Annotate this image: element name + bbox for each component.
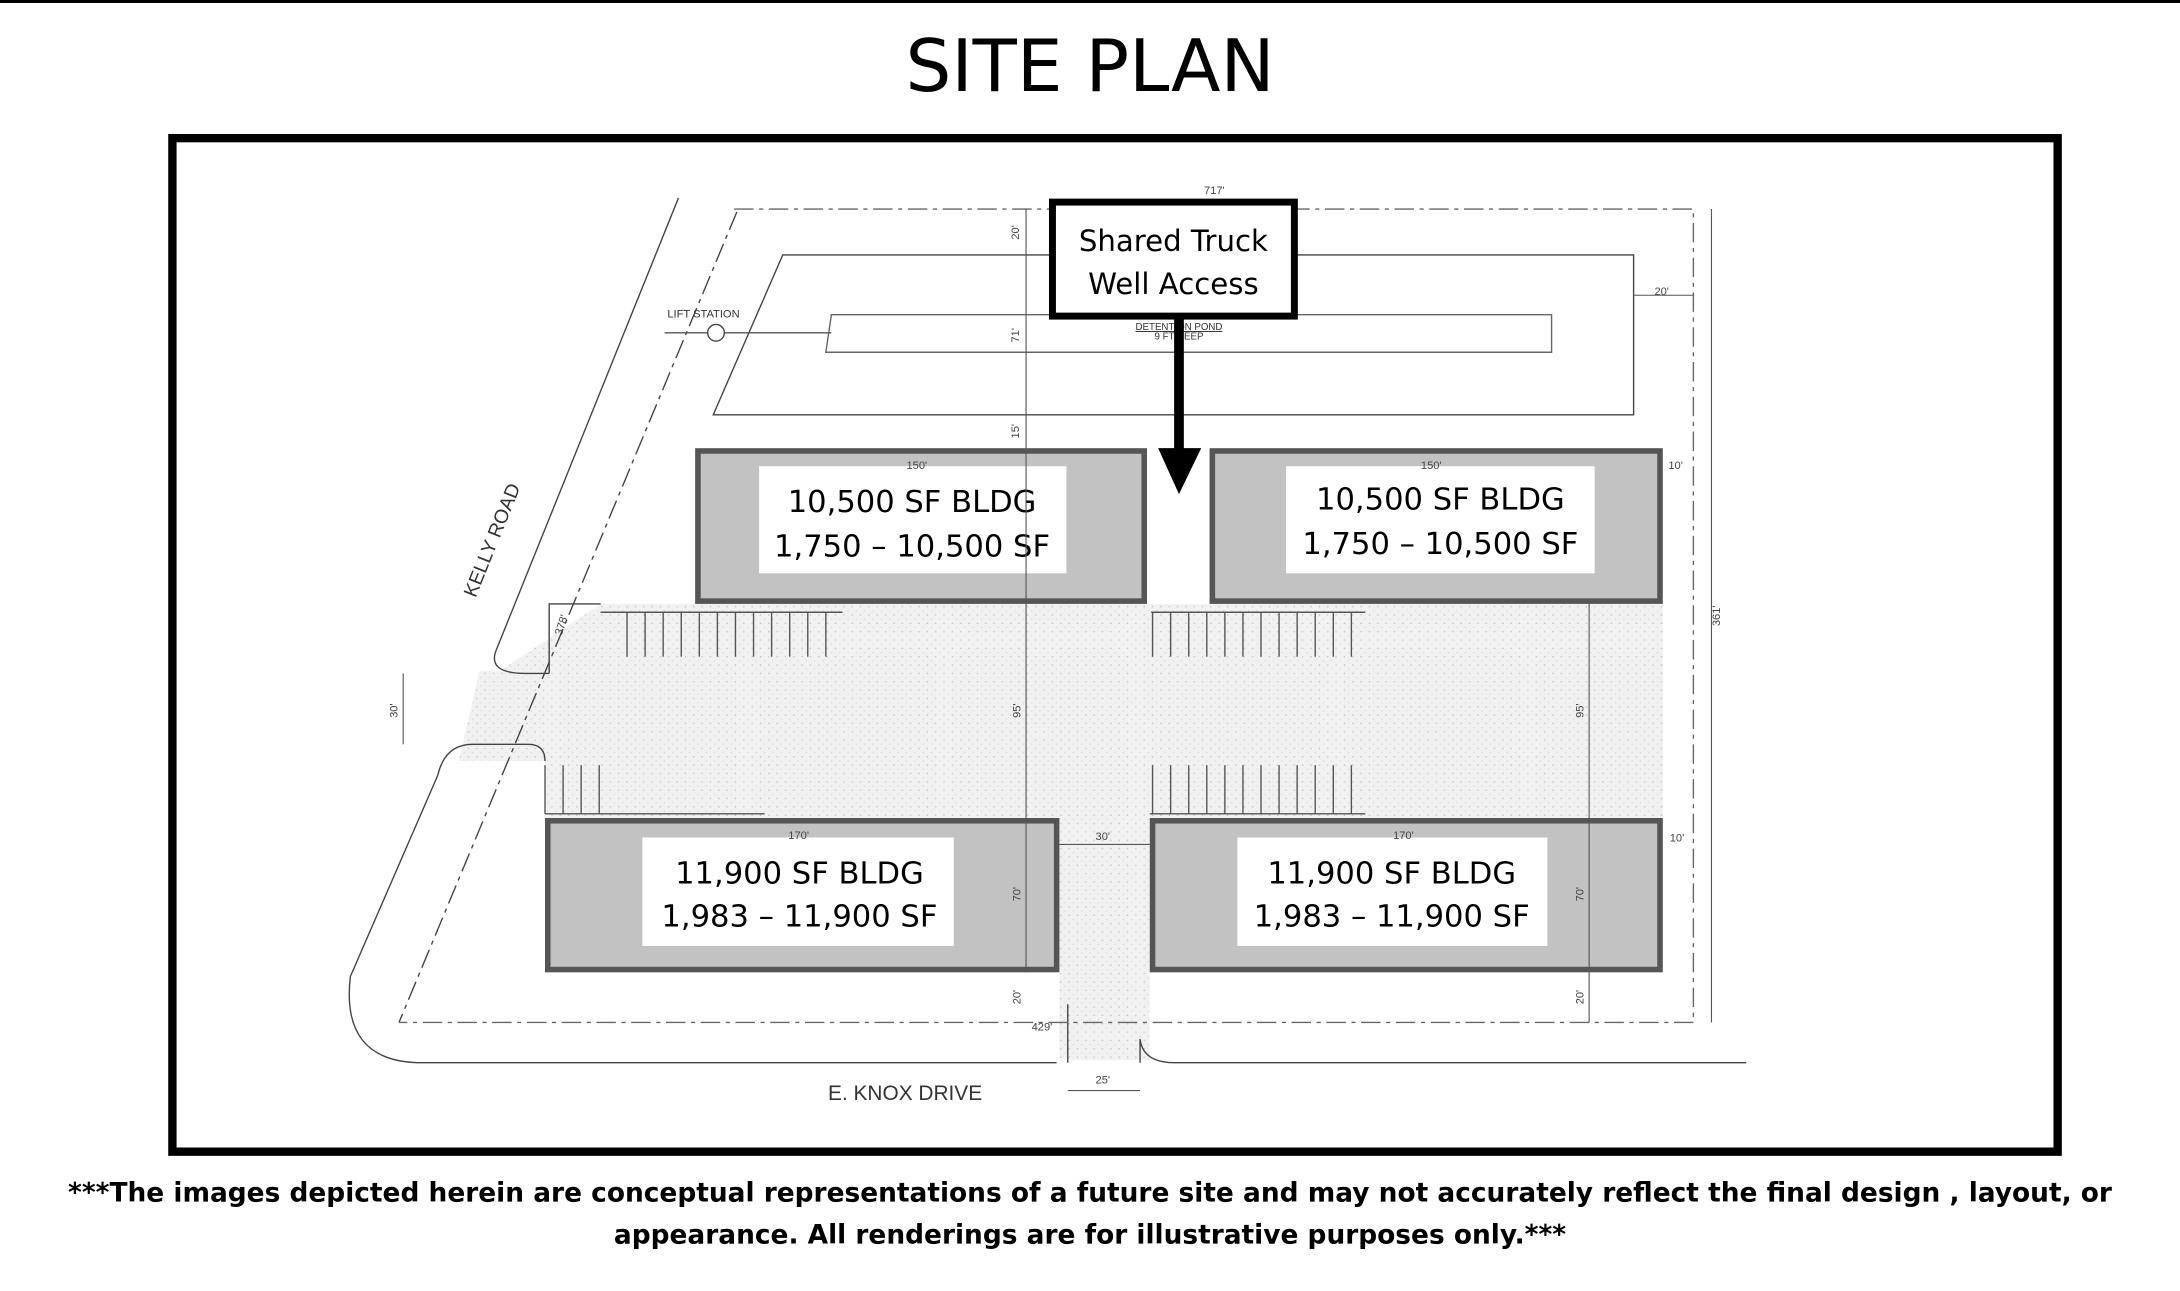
dimension-label: 170' xyxy=(1393,830,1414,842)
building-size: 11,900 SF BLDG xyxy=(675,856,924,891)
dimension-label: 30' xyxy=(1096,831,1110,843)
dimension-label: 70' xyxy=(1011,887,1023,901)
dimension-label: 20' xyxy=(1575,990,1587,1004)
detention-pond xyxy=(825,314,1553,353)
building-top-right[interactable]: 10,500 SF BLDG 1,750 – 10,500 SF xyxy=(1209,448,1663,604)
building-range: 1,750 – 10,500 SF xyxy=(1302,527,1578,562)
building-size: 11,900 SF BLDG xyxy=(1267,856,1516,891)
building-top-left[interactable]: 10,500 SF BLDG 1,750 – 10,500 SF xyxy=(695,448,1148,604)
dimension-label: 170' xyxy=(788,830,809,842)
parking-stalls xyxy=(544,611,1366,815)
dimension-label: 95' xyxy=(1575,703,1587,717)
building-range: 1,983 – 11,900 SF xyxy=(1254,899,1530,934)
dimension-label: 15' xyxy=(1010,424,1022,438)
dimension-lines xyxy=(402,209,1713,1092)
knox-drive-label: E. KNOX DRIVE xyxy=(828,1082,982,1105)
lift-station-icon xyxy=(706,323,726,342)
dimension-label: 150' xyxy=(1421,460,1442,472)
building-size: 10,500 SF BLDG xyxy=(788,485,1037,520)
page-title: SITE PLAN xyxy=(905,25,1274,109)
dimension-label: 30' xyxy=(389,703,401,717)
dimension-label: 20' xyxy=(1654,286,1668,298)
kelly-road-label: KELLY ROAD xyxy=(460,480,525,600)
building-range: 1,750 – 10,500 SF xyxy=(774,530,1050,565)
kelly-road xyxy=(348,197,1747,1064)
detention-pond-area xyxy=(712,254,1635,416)
building-bottom-right[interactable]: 11,900 SF BLDG 1,983 – 11,900 SF xyxy=(1149,818,1663,973)
disclaimer-line-1: ***The images depicted herein are concep… xyxy=(68,1178,2112,1209)
site-plan-drawing: SITE PLAN LIFT STATION DETENTION POND 9 … xyxy=(68,25,2112,1251)
dimension-label: 10' xyxy=(1668,460,1682,472)
building-bottom-left[interactable]: 11,900 SF BLDG 1,983 – 11,900 SF xyxy=(545,818,1060,973)
building-size: 10,500 SF BLDG xyxy=(1316,482,1565,517)
building-range: 1,983 – 11,900 SF xyxy=(661,899,937,934)
dimension-label: 20' xyxy=(1010,225,1022,239)
dimension-label: 20' xyxy=(1011,990,1023,1004)
dimension-label: 71' xyxy=(1010,328,1022,342)
dimension-label: 10' xyxy=(1670,833,1684,845)
shared-truck-well-callout: Shared Truck Well Access xyxy=(1048,198,1298,495)
plan-frame xyxy=(168,133,2062,1156)
dimension-label: 361' xyxy=(1711,605,1723,626)
callout-line-1: Shared Truck xyxy=(1079,224,1268,258)
parking-lot xyxy=(458,448,1663,1060)
dimension-label: 25' xyxy=(1096,1075,1110,1087)
dimension-label: 95' xyxy=(1011,703,1023,717)
dimension-label: 429' xyxy=(1032,1022,1053,1034)
callout-line-2: Well Access xyxy=(1088,267,1259,301)
dimension-label: 717' xyxy=(1204,185,1225,197)
dimension-label: 70' xyxy=(1575,887,1587,901)
lift-station-label: LIFT STATION xyxy=(667,308,739,320)
disclaimer-line-2: appearance. All renderings are for illus… xyxy=(614,1219,1566,1250)
arrow-down-icon xyxy=(1158,448,1202,495)
dimension-label: 150' xyxy=(906,460,927,472)
